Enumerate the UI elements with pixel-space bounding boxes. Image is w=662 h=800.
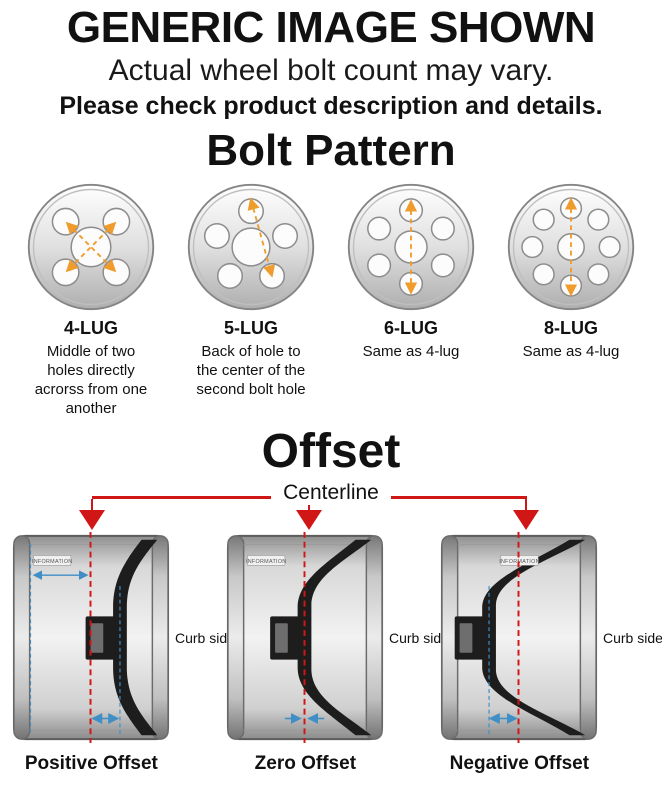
stamp-text: INFORMATION xyxy=(246,559,287,565)
wheel-4-lug-diagram xyxy=(27,183,155,311)
offset-section: Offset Centerline xyxy=(0,424,662,775)
bolt-hole xyxy=(216,262,243,289)
centerline-label: Centerline xyxy=(271,481,391,506)
rim-lip-left xyxy=(227,535,245,740)
zero-offset-diagram: INFORMATION xyxy=(226,532,384,744)
centerline-connector xyxy=(91,499,93,511)
lug-description: Same as 4-lug xyxy=(362,342,460,360)
negative-offset-diagram: INFORMATION xyxy=(440,532,598,744)
positive-offset-label: Positive Offset xyxy=(24,753,158,775)
wheel-rim-ring xyxy=(192,188,310,306)
bolt-hole xyxy=(532,208,555,231)
curb-side-label: Curb side xyxy=(175,629,235,646)
lug-label: 8-LUG xyxy=(544,317,598,338)
hub-bore xyxy=(90,623,104,653)
page-title: GENERIC IMAGE SHOWN xyxy=(66,3,596,52)
wheel-8-lug-diagram xyxy=(507,183,635,311)
centerline-arrow-icon xyxy=(513,510,539,531)
centerline-arrow-icon xyxy=(296,510,322,531)
bolt-pattern-row: 4-LUG Middle of two holes directly acror… xyxy=(0,181,662,419)
header: GENERIC IMAGE SHOWN Actual wheel bolt co… xyxy=(0,0,662,121)
bolt-hole xyxy=(367,253,392,278)
lug-label: 5-LUG xyxy=(224,317,278,338)
bolt-hole xyxy=(272,222,299,249)
lug-description: Back of hole to the center of the second… xyxy=(196,342,306,399)
hub-bore xyxy=(275,623,288,653)
bolt-hole xyxy=(51,258,80,287)
stamp-box xyxy=(247,555,286,566)
bolt-hole xyxy=(398,271,424,296)
bolt-pattern-title: Bolt Pattern xyxy=(206,125,456,175)
stamp-text: INFORMATION xyxy=(32,559,73,565)
measurement-lines xyxy=(247,197,276,278)
positive-offset-diagram: INFORMATION xyxy=(12,532,170,744)
offset-diagrams-row: INFORMATION Curb side xyxy=(0,530,662,745)
centerline-connector xyxy=(525,499,527,511)
measure-line xyxy=(247,197,276,278)
offset-measure-blue xyxy=(30,543,121,737)
spacer xyxy=(601,753,652,775)
spacer xyxy=(387,753,438,775)
wheel-rim-ring xyxy=(32,188,150,306)
wheel-5-lug-diagram xyxy=(187,183,315,311)
zero-offset-label: Zero Offset xyxy=(254,753,357,775)
spacer xyxy=(173,753,224,775)
bolt-hole xyxy=(102,258,131,287)
wheel-6-lug-diagram xyxy=(347,183,475,311)
bolt-hole xyxy=(203,222,230,249)
bolt-pattern-4-lug: 4-LUG Middle of two holes directly acror… xyxy=(17,181,165,419)
bolt-pattern-5-lug: 5-LUG Back of hole to the center of the … xyxy=(177,181,325,419)
wheel-rim-ring xyxy=(352,188,470,306)
measure-line xyxy=(65,221,117,273)
wheel-disc xyxy=(113,539,158,736)
offset-labels-row: Positive Offset Zero Offset Negative Off… xyxy=(0,753,662,775)
bolt-hole xyxy=(259,262,286,289)
curb-side-label: Curb side xyxy=(603,629,662,646)
stamp-box xyxy=(33,555,72,566)
rim-lip-right xyxy=(579,535,597,740)
centerline-arrow-icon xyxy=(79,510,105,531)
negative-offset-label: Negative Offset xyxy=(449,753,590,775)
rim-lip-left xyxy=(13,535,31,740)
bolt-pattern-section: Bolt Pattern 4-LUG Middle of two holes d… xyxy=(0,125,662,419)
offset-measure-blue xyxy=(488,586,518,737)
bolt-hole xyxy=(430,216,455,241)
wheel-rim-ring xyxy=(512,188,630,306)
measurement-lines xyxy=(65,221,117,273)
center-bore xyxy=(231,227,271,267)
bolt-hole xyxy=(532,263,555,286)
hub-bore xyxy=(459,623,473,653)
bolt-hole xyxy=(521,235,544,259)
offset-figure: Centerline xyxy=(0,481,662,775)
subtitle: Actual wheel bolt count may vary. xyxy=(108,53,554,87)
rim-lip-right xyxy=(151,535,169,740)
rim-lip-right xyxy=(365,535,383,740)
bolt-hole xyxy=(598,235,621,259)
bolt-hole xyxy=(587,263,610,286)
lug-label: 4-LUG xyxy=(64,317,118,338)
lug-description: Same as 4-lug xyxy=(522,342,620,360)
note: Please check product description and det… xyxy=(59,91,603,120)
lug-description: Middle of two holes directly acrorss fro… xyxy=(34,342,148,418)
bolt-pattern-6-lug: 6-LUG Same as 4-lug xyxy=(337,181,485,419)
lug-label: 6-LUG xyxy=(384,317,438,338)
bolt-hole xyxy=(430,253,455,278)
offset-title: Offset xyxy=(261,424,401,478)
bolt-hole xyxy=(587,208,610,231)
bolt-hole xyxy=(367,216,392,241)
curb-side-label: Curb side xyxy=(389,629,449,646)
centerline-row: Centerline xyxy=(0,481,662,507)
bolt-pattern-8-lug: 8-LUG Same as 4-lug xyxy=(497,181,645,419)
